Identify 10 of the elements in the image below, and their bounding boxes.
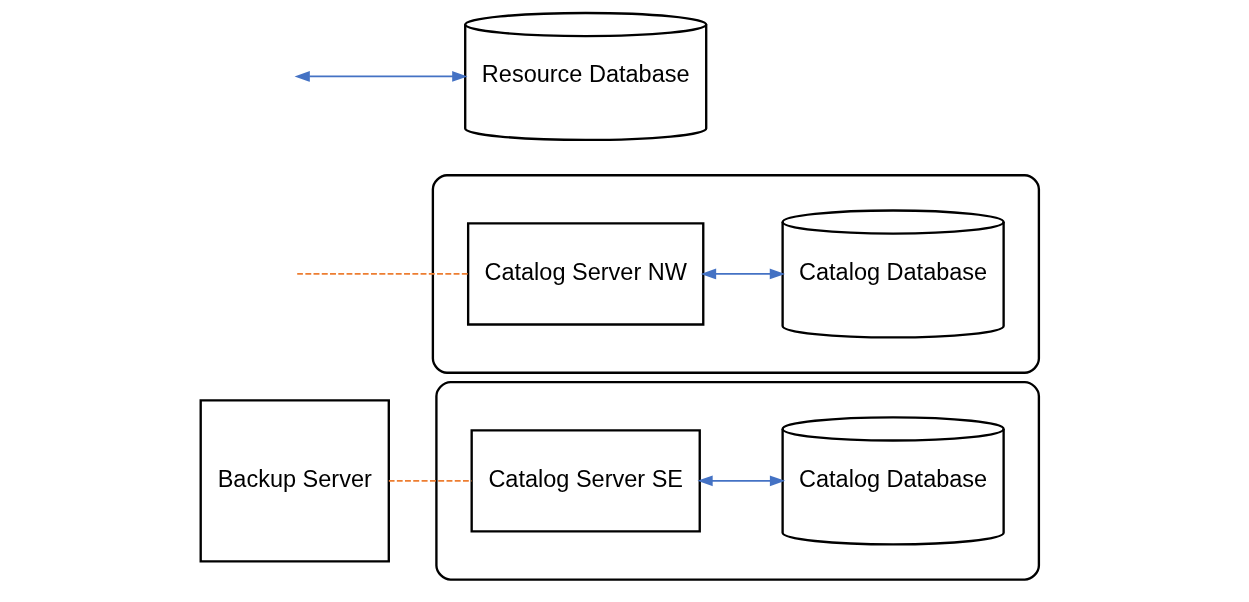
node-box: Catalog Server NW bbox=[466, 222, 705, 326]
cluster bbox=[431, 174, 1041, 374]
connector bbox=[387, 480, 473, 482]
arrow bbox=[700, 268, 786, 280]
arrow bbox=[294, 71, 468, 82]
cluster bbox=[435, 380, 1041, 581]
arrow bbox=[697, 475, 786, 487]
node-box: Backup Server bbox=[199, 399, 390, 563]
node-box: Catalog Server SE bbox=[470, 429, 701, 533]
connector bbox=[296, 273, 469, 275]
